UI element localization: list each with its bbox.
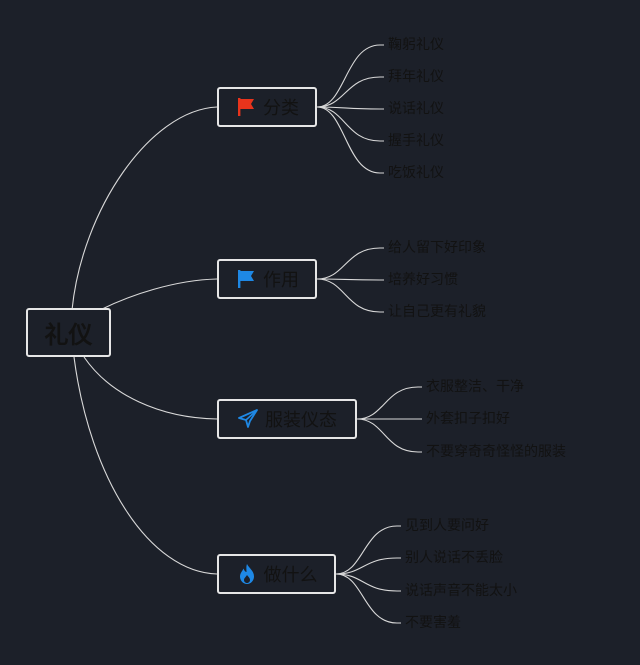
branch-node-classification[interactable]: 分类	[217, 87, 317, 127]
root-label: 礼仪	[44, 321, 93, 349]
leaf-item[interactable]: 握手礼仪	[388, 133, 444, 149]
connector-branch-leaf	[316, 278, 384, 313]
fire-icon	[236, 563, 258, 585]
branch-node-function[interactable]: 作用	[217, 259, 317, 299]
connector-branch-leaf	[316, 278, 384, 281]
leaf-item[interactable]: 不要害羞	[405, 615, 461, 631]
leaf-item[interactable]: 不要穿奇奇怪怪的服装	[426, 444, 566, 460]
leaf-item[interactable]: 说话礼仪	[388, 101, 444, 117]
leaf-item[interactable]: 别人说话不丢脸	[405, 550, 503, 566]
connector-branch-leaf	[316, 106, 384, 174]
leaf-item[interactable]: 给人留下好印象	[388, 240, 486, 256]
paper-plane-icon	[237, 408, 259, 430]
connector-branch-leaf	[316, 76, 384, 108]
connector-branch-leaf	[316, 106, 384, 110]
leaf-item[interactable]: 鞠躬礼仪	[388, 37, 444, 53]
connector-root-branch	[71, 106, 218, 311]
branch-label: 作用	[263, 270, 299, 291]
connector-branch-leaf	[335, 525, 401, 575]
branch-label: 服装仪态	[265, 410, 337, 431]
connector-branch-leaf	[356, 386, 422, 420]
connector-branch-leaf	[316, 44, 384, 108]
leaf-item[interactable]: 培养好习惯	[388, 272, 458, 288]
connector-branch-leaf	[316, 247, 384, 280]
root-node[interactable]: 礼仪	[26, 308, 111, 357]
connector-branch-leaf	[316, 106, 384, 142]
leaf-item[interactable]: 衣服整洁、干净	[426, 379, 524, 395]
connector-branch-leaf	[356, 418, 422, 453]
leaf-item[interactable]: 拜年礼仪	[388, 69, 444, 85]
leaf-item[interactable]: 吃饭礼仪	[388, 165, 444, 181]
branch-label: 分类	[263, 98, 299, 119]
blue-flag-icon	[235, 268, 257, 290]
connector-root-branch	[73, 356, 218, 575]
leaf-item[interactable]: 见到人要问好	[405, 518, 489, 534]
connector-root-branch	[83, 356, 218, 420]
leaf-item[interactable]: 外套扣子扣好	[426, 411, 510, 427]
connector-root-branch	[99, 278, 218, 311]
connector-branch-leaf	[335, 573, 401, 624]
branch-node-dress-manner[interactable]: 服装仪态	[217, 399, 357, 439]
leaf-item[interactable]: 说话声音不能太小	[405, 583, 517, 599]
red-flag-icon	[235, 96, 257, 118]
connector-branch-leaf	[335, 573, 401, 592]
branch-label: 做什么	[263, 565, 318, 586]
branch-node-what-to-do[interactable]: 做什么	[217, 554, 336, 594]
leaf-item[interactable]: 让自己更有礼貌	[388, 304, 486, 320]
connector-branch-leaf	[335, 557, 401, 575]
